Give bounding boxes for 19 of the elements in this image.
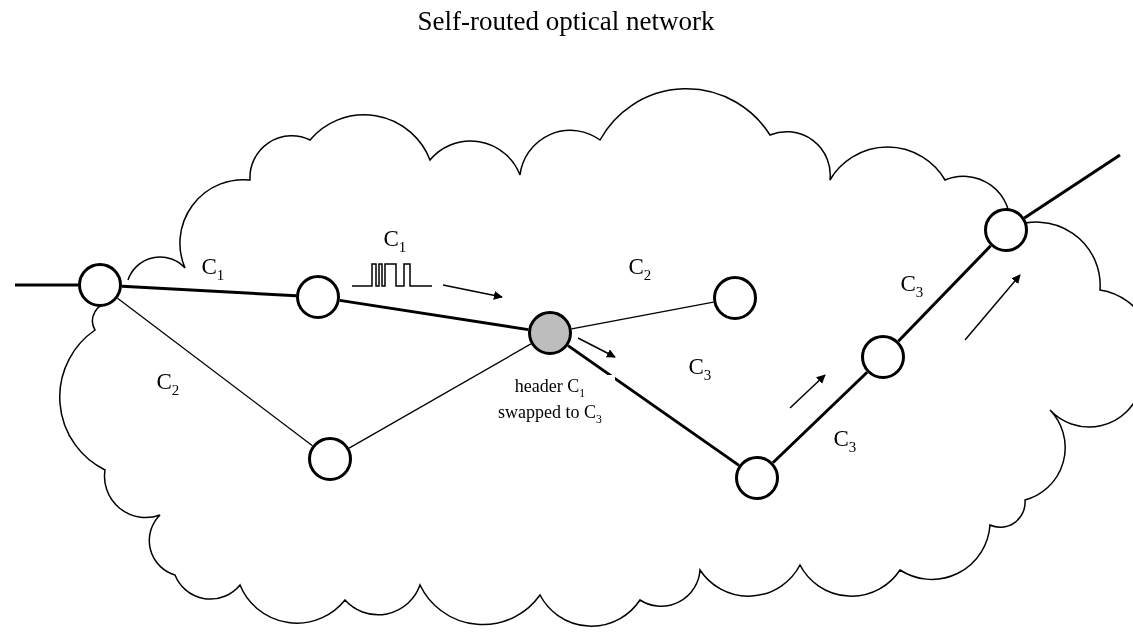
connector-line: [570, 301, 715, 330]
circle-node: [528, 311, 572, 355]
circle-node: [984, 208, 1028, 252]
connector-line: [1023, 153, 1121, 220]
connector-line: [348, 343, 532, 449]
circle-node: [735, 456, 779, 500]
connector-line: [567, 344, 740, 467]
connector-line: [897, 244, 992, 343]
circle-node: [296, 275, 340, 319]
connector-line: [15, 283, 78, 287]
circle-node: [713, 276, 757, 320]
connector-line: [121, 284, 297, 298]
circle-node: [861, 335, 905, 379]
circle-node: [78, 263, 122, 307]
circle-node: [308, 437, 352, 481]
diagram-title: Self-routed optical network: [417, 6, 715, 37]
connector-line: [771, 371, 869, 464]
connector-line: [339, 298, 529, 332]
connector-line: [116, 297, 314, 447]
